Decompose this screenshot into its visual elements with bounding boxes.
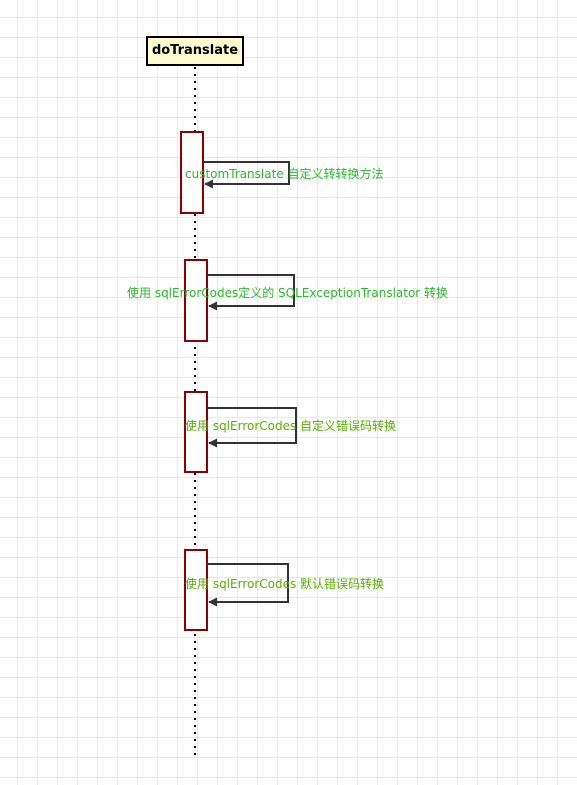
- activation-bar-1: [180, 131, 204, 214]
- self-message-arrow-3: [207, 407, 297, 448]
- message-label-2: 使用 sqlErrorCodes定义的 SQLExceptionTranslat…: [127, 286, 449, 300]
- self-message-arrow-1: [203, 161, 290, 189]
- message-label-3: 使用 sqlErrorCodes 自定义错误码转换: [185, 419, 397, 433]
- self-message-arrow-2: [207, 274, 295, 311]
- activation-bar-2: [184, 259, 208, 342]
- self-message-arrow-4: [207, 563, 289, 607]
- message-label-1: customTranslate 自定义转转换方法: [185, 167, 384, 181]
- activation-bar-3: [184, 391, 208, 473]
- lifeline-title: doTranslate: [151, 43, 239, 58]
- lifeline-title-box: doTranslate: [146, 36, 244, 66]
- message-label-4: 使用 sqlErrorCodes 默认错误码转换: [185, 577, 385, 591]
- activation-bar-4: [184, 549, 208, 631]
